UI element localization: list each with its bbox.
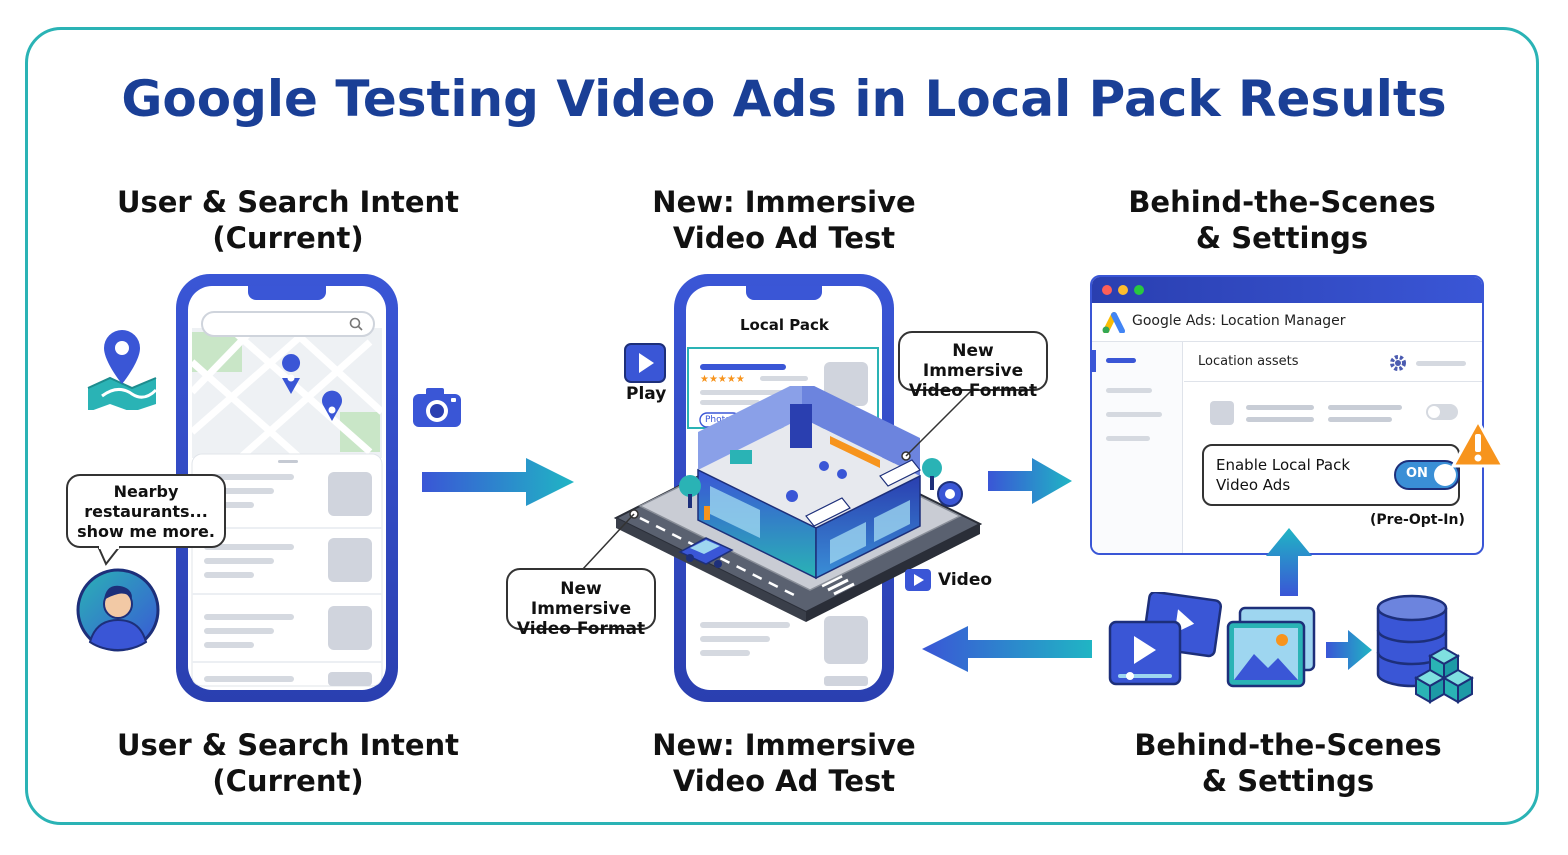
arrow-left (922, 626, 1092, 672)
arrow-right-2 (988, 458, 1072, 504)
diagram-title: Google Testing Video Ads in Local Pack R… (121, 70, 1447, 128)
maximize-dot[interactable] (1134, 285, 1144, 295)
sidebar-item[interactable] (1106, 412, 1162, 417)
photo-chip[interactable]: Photo (705, 415, 731, 425)
warning-icon (1451, 419, 1505, 468)
google-ads-logo-icon (1102, 312, 1125, 333)
enable-video-ads-card: Enable Local Pack Video Ads ON (1202, 444, 1460, 506)
left-header-bottom: User & Search Intent(Current) (116, 728, 460, 798)
local-pack-header: Local Pack (740, 316, 829, 334)
window-title: Google Ads: Location Manager (1132, 313, 1346, 329)
sidebar-item[interactable] (1106, 388, 1152, 393)
camera-icon (413, 388, 461, 427)
speech-bubble-tail (97, 546, 121, 566)
row-toggle-off[interactable] (1426, 404, 1458, 420)
enable-video-ads-label: Enable Local Pack Video Ads (1216, 456, 1351, 494)
google-ads-window: Google Ads: Location Manager Location as… (1090, 275, 1484, 555)
database-icon (1376, 594, 1475, 704)
user-avatar (76, 568, 160, 652)
video-asset-icon (1108, 592, 1223, 686)
arrow-up (1266, 528, 1312, 596)
right-header-top: Behind-the-Scenes& Settings (1128, 185, 1436, 255)
minimize-dot[interactable] (1118, 285, 1128, 295)
right-header-bottom: Behind-the-Scenes& Settings (1134, 728, 1442, 798)
speech-bubble: Nearby restaurants... show me more. (66, 474, 226, 548)
arrow-right-1 (422, 458, 574, 506)
sidebar-item[interactable] (1106, 436, 1150, 441)
close-dot[interactable] (1102, 285, 1112, 295)
image-asset-icon (1226, 606, 1316, 688)
section-title: Location assets (1198, 354, 1299, 369)
play-label: Play (626, 384, 667, 404)
map-pin-icon (87, 330, 158, 410)
left-phone (176, 274, 398, 702)
window-titlebar (1092, 277, 1482, 303)
sidebar (1092, 342, 1183, 553)
sidebar-item-active[interactable] (1106, 358, 1136, 363)
gear-icon[interactable] (1388, 353, 1408, 373)
left-header-top: User & Search Intent(Current) (116, 185, 460, 255)
callout-connectors (581, 389, 973, 571)
video-icon[interactable] (904, 568, 932, 592)
asset-thumbnail (1210, 401, 1234, 425)
video-label: Video (938, 570, 993, 590)
arrow-small-right (1326, 630, 1372, 670)
svg-text:★★★★★: ★★★★★ (700, 374, 745, 385)
play-icon[interactable] (624, 343, 666, 383)
enable-video-ads-toggle[interactable]: ON (1394, 460, 1460, 490)
isometric-store-illustration (613, 386, 982, 622)
pre-opt-in-note: (Pre-Opt-In) (1370, 512, 1465, 528)
